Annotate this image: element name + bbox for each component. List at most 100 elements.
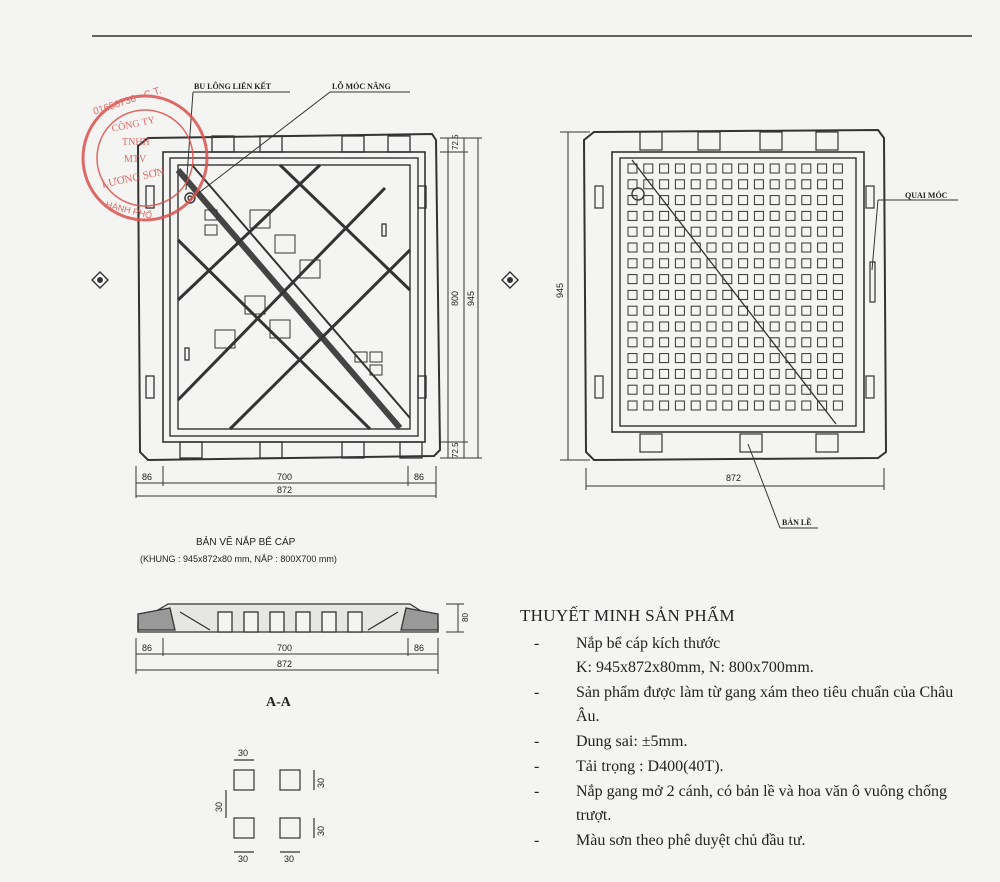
note-text: Tải trọng : D400(40T). xyxy=(576,758,724,775)
grid-cell xyxy=(738,337,749,348)
grid-cell xyxy=(627,305,638,316)
grid-cell xyxy=(801,179,812,190)
grid-cell xyxy=(769,210,780,221)
grid-cell xyxy=(801,242,812,253)
right-dims xyxy=(560,131,958,529)
grid-cell xyxy=(817,210,828,221)
grid-cell xyxy=(738,179,749,190)
grid-cell xyxy=(627,179,638,190)
grid-cell xyxy=(769,226,780,237)
dim-right-86: 86 xyxy=(414,472,424,482)
grid-cell xyxy=(753,400,764,411)
grid-cell xyxy=(690,195,701,206)
grid-cell xyxy=(801,226,812,237)
grid-cell xyxy=(690,305,701,316)
grid-cell xyxy=(706,226,717,237)
grid-cell xyxy=(659,305,670,316)
grid-cell xyxy=(785,305,796,316)
note-text: Nắp gang mở 2 cánh, có bản lề và hoa văn… xyxy=(576,783,948,824)
grid-cell xyxy=(627,353,638,364)
grid-cell xyxy=(753,305,764,316)
grid-cell xyxy=(722,210,733,221)
grid-cell xyxy=(769,289,780,300)
grid-cell xyxy=(832,195,843,206)
grid-cell xyxy=(690,274,701,285)
grid-cell xyxy=(690,384,701,395)
grid-cell xyxy=(817,368,828,379)
grid-cell xyxy=(627,163,638,174)
grid-cell xyxy=(706,163,717,174)
grid-cell xyxy=(706,289,717,300)
grid-cell xyxy=(659,321,670,332)
detail-dim-bottom-left: 30 xyxy=(238,854,248,864)
grid-cell xyxy=(769,179,780,190)
grid-cell xyxy=(706,305,717,316)
note-item: -Tải trọng : D400(40T). xyxy=(534,758,724,775)
grid-cell xyxy=(643,163,654,174)
grid-cell xyxy=(643,195,654,206)
grid-cell xyxy=(801,353,812,364)
grid-cell xyxy=(722,289,733,300)
grid-cell xyxy=(722,242,733,253)
grid-cell xyxy=(738,274,749,285)
grid-cell xyxy=(817,321,828,332)
detail-dim-bottom-right: 30 xyxy=(284,854,294,864)
grid-cell xyxy=(801,337,812,348)
note-item: -Nắp gang mở 2 cánh, có bản lề và hoa vă… xyxy=(534,783,948,824)
grid-cell xyxy=(659,163,670,174)
grid-cell xyxy=(817,242,828,253)
note-item: -Màu sơn theo phê duyệt chủ đầu tư. xyxy=(534,832,806,849)
grid-cell xyxy=(690,258,701,269)
grid-cell xyxy=(817,274,828,285)
section-view xyxy=(137,603,439,633)
grid-cell xyxy=(627,337,638,348)
grid-cell xyxy=(753,258,764,269)
grid-cell xyxy=(659,210,670,221)
grid-cell xyxy=(690,289,701,300)
grid-cell xyxy=(706,321,717,332)
grid-cell xyxy=(785,400,796,411)
callout-lift: LỖ MÓC NÂNG xyxy=(332,81,391,91)
grid-cell xyxy=(753,337,764,348)
grid-cell xyxy=(832,274,843,285)
grid-cell xyxy=(801,195,812,206)
grid-cell xyxy=(832,242,843,253)
grid-cell xyxy=(659,274,670,285)
grid-cell xyxy=(643,305,654,316)
grid-cell xyxy=(785,289,796,300)
grid-cell xyxy=(753,195,764,206)
section-marker-right xyxy=(501,271,519,289)
grid-cell xyxy=(832,210,843,221)
grid-cell xyxy=(832,179,843,190)
detail-view xyxy=(225,759,315,853)
grid-cell xyxy=(753,384,764,395)
callout-hinge: BẢN LỀ xyxy=(782,517,812,527)
grid-cell xyxy=(817,179,828,190)
grid-cell xyxy=(832,305,843,316)
grid-cell xyxy=(817,258,828,269)
grid-cell xyxy=(643,289,654,300)
grid-cell xyxy=(643,384,654,395)
grid-cell xyxy=(738,226,749,237)
grid-cell xyxy=(722,163,733,174)
right-view xyxy=(582,128,888,462)
grid-cell xyxy=(753,321,764,332)
grid-cell xyxy=(674,289,685,300)
grid-cell xyxy=(674,242,685,253)
grid-cell xyxy=(674,384,685,395)
grid-cell xyxy=(753,210,764,221)
grid-cell xyxy=(674,163,685,174)
grid-cell xyxy=(627,400,638,411)
grid-cell xyxy=(738,321,749,332)
grid-cell xyxy=(769,368,780,379)
grid-cell xyxy=(753,242,764,253)
grid-cell xyxy=(753,226,764,237)
dim-left-86: 86 xyxy=(142,472,152,482)
grid-cell xyxy=(643,179,654,190)
svg-text:MTV: MTV xyxy=(124,154,147,165)
grid-cell xyxy=(832,384,843,395)
grid-cell xyxy=(801,258,812,269)
detail-dim-right-top: 30 xyxy=(316,778,326,788)
grid-cell xyxy=(753,179,764,190)
svg-text:LƯƠNG SƠN: LƯƠNG SƠN xyxy=(101,166,166,191)
